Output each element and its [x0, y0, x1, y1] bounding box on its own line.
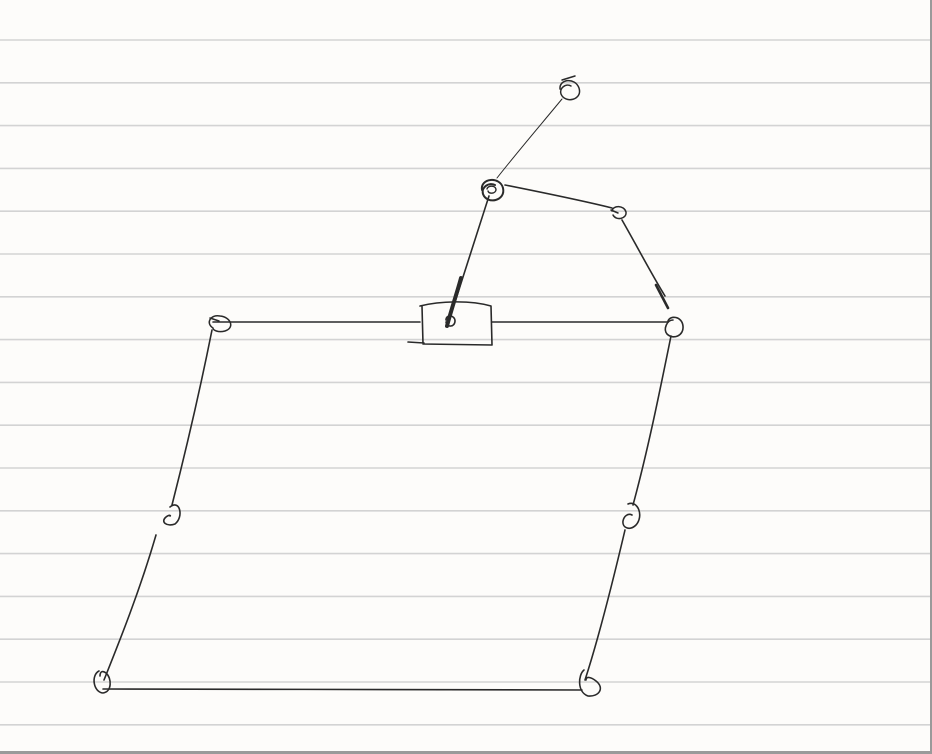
- joint-bottom-right: [578, 669, 602, 697]
- joint-handle-end: [559, 75, 581, 101]
- joint-top-left: [208, 314, 232, 333]
- page-frame-bottom: [0, 751, 932, 754]
- ruled-lines: [0, 39, 932, 726]
- rocker-link: [621, 219, 666, 297]
- handle-link: [496, 98, 563, 179]
- right-lower-leg: [584, 529, 626, 681]
- bottom-bar-line: [102, 688, 583, 691]
- slider-pin-circle: [445, 315, 456, 327]
- joint-crank-inner: [486, 185, 497, 194]
- right-upper-leg: [632, 335, 672, 506]
- joint-bottom-left: [93, 670, 111, 694]
- joint-top-right: [664, 316, 684, 338]
- joint-pivot: [610, 205, 627, 220]
- left-upper-leg: [171, 329, 213, 506]
- joint-mid-right: [622, 502, 641, 530]
- joint-mid-left: [162, 504, 181, 526]
- hand-drawn-linkage: [93, 75, 684, 697]
- crank-arm-to-pivot: [504, 184, 613, 209]
- rocker-link-thick-end: [654, 283, 670, 310]
- left-lower-leg: [103, 534, 157, 681]
- page-frame-right: [930, 0, 932, 754]
- slider-pin-thick-stroke: [445, 276, 463, 328]
- slider-block: [407, 301, 493, 346]
- joint-crank: [480, 179, 505, 202]
